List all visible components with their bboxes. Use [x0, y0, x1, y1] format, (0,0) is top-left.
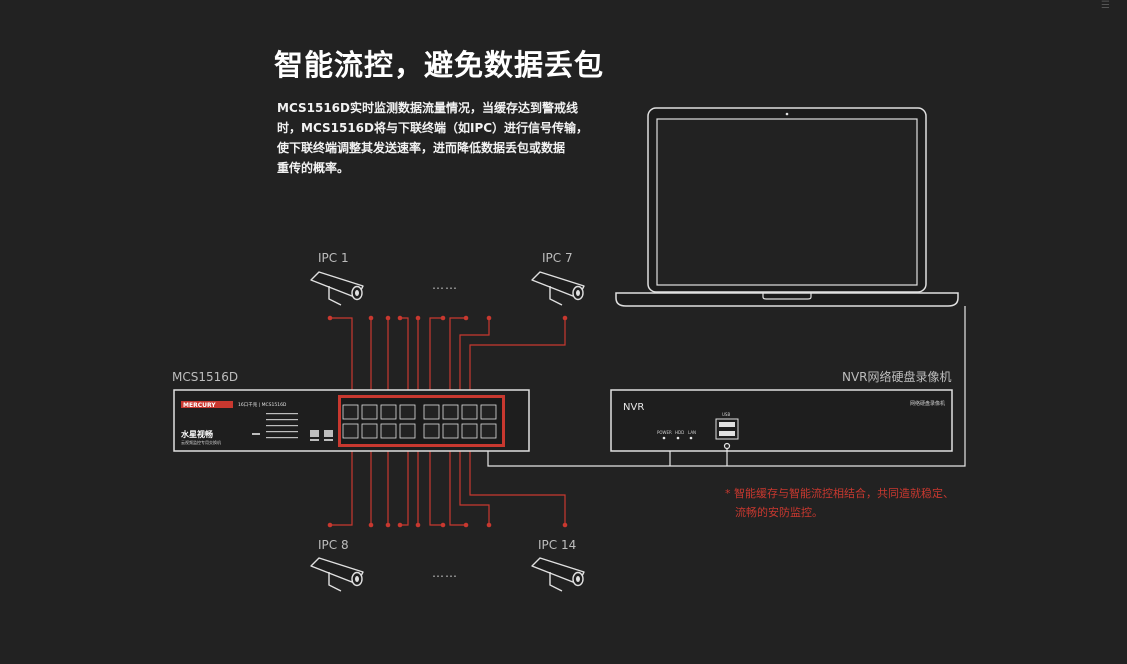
- description: MCS1516D实时监测数据流量情况，当缓存达到警戒线 时，MCS1516D将与…: [277, 98, 589, 178]
- nvr-indicator-power: POWER: [657, 430, 672, 435]
- usb-port-icon: [715, 418, 739, 440]
- top-link-dots: [327, 315, 568, 321]
- switch-led-grid-icon: [252, 413, 333, 441]
- nvr-usb-label: USB: [722, 412, 730, 417]
- nvr-indicator-hdd: HDD: [675, 430, 684, 435]
- nvr-device: NVR 网络硬盘录像机 POWER HDD LAN USB: [610, 389, 953, 452]
- camera-icon: [531, 557, 585, 592]
- description-line: 重传的概率。: [277, 161, 350, 175]
- nvr-label: NVR网络硬盘录像机: [842, 370, 952, 384]
- switch-ports-icon: [342, 404, 497, 439]
- laptop-icon: [615, 107, 959, 307]
- description-line: 使下联终端调整其发送速率，进而降低数据丢包或数据: [277, 141, 566, 155]
- switch-label: MCS1516D: [172, 370, 239, 384]
- footnote-line: 流畅的安防监控。: [735, 506, 823, 519]
- camera-label-ipc7: IPC 7: [542, 251, 573, 265]
- switch-device: MERCURY 16口千兆 | MCS1516D 水星视畅 云视频监控专用交换机: [173, 389, 530, 452]
- hdd-led-icon: [676, 436, 680, 440]
- nvr-indicator-lan: LAN: [688, 430, 696, 435]
- camera-icon: [531, 271, 585, 306]
- camera-icon: [310, 271, 364, 306]
- camera-ellipsis-top: ……: [432, 278, 458, 292]
- camera-label-ipc1: IPC 1: [318, 251, 349, 265]
- lan-led-icon: [689, 436, 693, 440]
- page-title: 智能流控，避免数据丢包: [274, 48, 605, 82]
- nvr-face-subtitle: 网络硬盘录像机: [910, 400, 945, 407]
- camera-label-ipc8: IPC 8: [318, 538, 349, 552]
- bottom-links: [330, 446, 566, 526]
- switch-brand: MERCURY: [183, 402, 216, 409]
- footnote-line: * 智能缓存与智能流控相结合，共同造就稳定、: [725, 487, 954, 500]
- description-line: MCS1516D实时监测数据流量情况，当缓存达到警戒线: [277, 101, 578, 115]
- switch-model-text: 16口千兆 | MCS1516D: [238, 401, 287, 408]
- footnote: * 智能缓存与智能流控相结合，共同造就稳定、 流畅的安防监控。: [725, 484, 954, 522]
- switch-sub-text: 云视频监控专用交换机: [181, 439, 221, 445]
- nvr-face-title: NVR: [623, 402, 644, 413]
- description-line: 时，MCS1516D将与下联终端（如IPC）进行信号传输，: [277, 121, 589, 135]
- top-links: [330, 317, 566, 398]
- power-led-icon: [662, 436, 666, 440]
- camera-ellipsis-bottom: ……: [432, 566, 458, 580]
- camera-label-ipc14: IPC 14: [538, 538, 577, 552]
- camera-icon: [310, 557, 364, 592]
- bottom-link-dots: [327, 522, 568, 528]
- menu-icon[interactable]: ☰: [1101, 0, 1110, 11]
- switch-brand-cn: 水星视畅: [180, 429, 213, 439]
